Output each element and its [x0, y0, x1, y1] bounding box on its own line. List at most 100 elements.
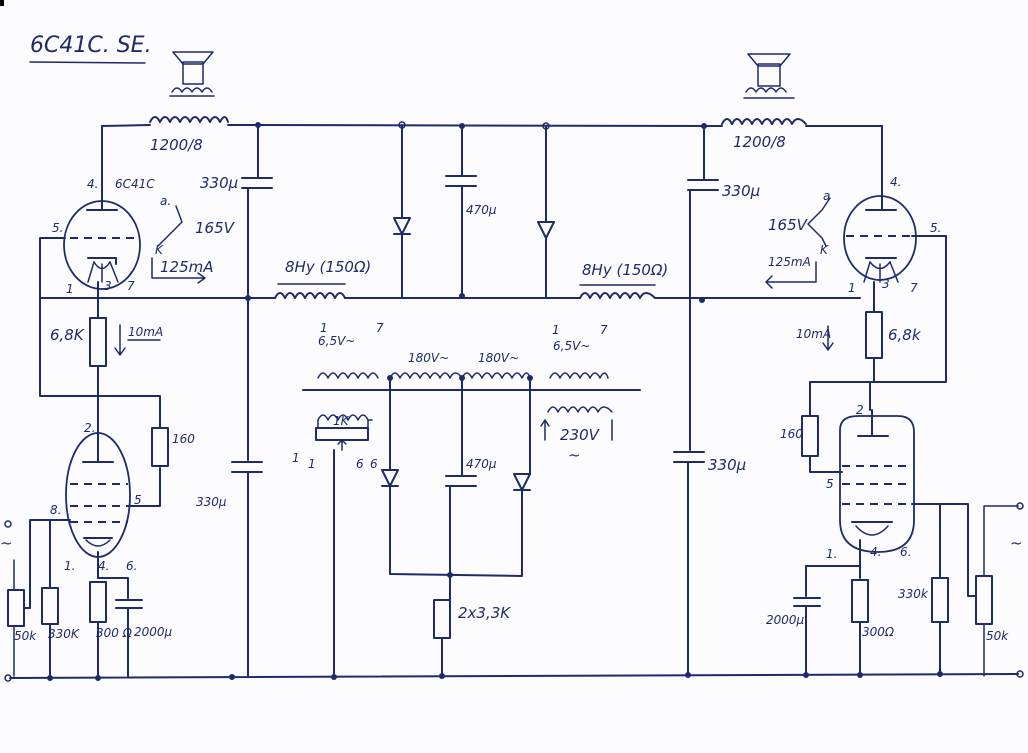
pot-right [975, 575, 993, 625]
node [685, 672, 691, 678]
input-jack-left [4, 520, 12, 528]
pin-dt-left-k: 4. [98, 559, 109, 573]
wire-ot-left-to-anode [101, 124, 151, 191]
label-cathode-resistor-left: 300 Ω [96, 626, 133, 640]
label-ot-left: 1200/8 [150, 136, 203, 154]
wire [389, 485, 523, 577]
screen-resistor-left [151, 427, 169, 467]
pin-ot-left-h1: 1 [66, 282, 74, 296]
pin-ot-right-h1: 1 [848, 281, 856, 295]
label-hum-pot: 1K [333, 414, 350, 428]
node [331, 674, 337, 680]
label-cathode-cap-right: 2000μ [766, 613, 805, 627]
diode-bottom-left [381, 469, 399, 487]
driver-current-right: 10mA [796, 327, 831, 341]
label-anode-resistor-left: 6,8K [50, 326, 85, 344]
power-transformer [302, 372, 641, 413]
heater-pin-left-a: 1 [320, 321, 328, 335]
heater-pin-left-b: 7 [376, 321, 384, 335]
pin-dt-right-k: 4. [870, 545, 881, 559]
label-screen-resistor-right: 160 [780, 427, 803, 441]
pin-ot-right-anode: 4. [890, 175, 901, 189]
label-cathode-cap-left: 2000μ [134, 625, 173, 639]
wire [983, 505, 1019, 677]
cathode-mark-left: K [155, 243, 164, 257]
input-mark-right: ~ [1010, 534, 1023, 552]
tube-type-label: 6C41C [115, 177, 155, 191]
output-transformer-left [149, 116, 229, 123]
current-left: 125mA [160, 258, 214, 276]
node [937, 671, 943, 677]
label-screen-resistor-left: 160 [172, 432, 195, 446]
wire [805, 565, 861, 597]
voltage-arrow-left [157, 205, 183, 247]
pin-dt-left-g2: 5 [134, 493, 142, 507]
hum-pin-c: 6 [356, 457, 364, 471]
current-right: 125mA [768, 255, 811, 269]
label-bleeder: 2x3,3K [458, 604, 511, 622]
output-tube-left [39, 189, 161, 429]
wire [939, 503, 977, 597]
pin-dt-left-h2: 6. [126, 559, 137, 573]
wire [23, 519, 51, 609]
label-primary: 230V [560, 426, 601, 444]
screen-resistor-right [801, 415, 819, 457]
title-underline [29, 61, 146, 64]
node [229, 674, 235, 680]
wire-g2-left [127, 467, 161, 507]
cap-bottom-right [673, 451, 705, 463]
corner-mark [0, 0, 4, 6]
pot-left [7, 589, 25, 627]
pin-ot-right-h2: 7 [910, 281, 918, 295]
wire [911, 503, 941, 579]
label-choke-right: 8Hy (150Ω) [582, 261, 668, 279]
cathode-resistor-left [89, 581, 107, 623]
pin-dt-left-h1: 1. [64, 559, 75, 573]
bleeder-resistor [433, 599, 451, 639]
input-mark-left: ~ [0, 534, 13, 552]
driver-current-arrow-left [114, 324, 161, 356]
label-ot-right: 1200/8 [733, 133, 786, 151]
cathode-cap-left [115, 599, 143, 609]
hum-balance-pot [315, 414, 373, 451]
node [803, 672, 809, 678]
hum-pin-d: 6 [370, 457, 378, 471]
b-plus-rail [227, 124, 723, 127]
cap-center-bottom [445, 475, 477, 487]
pin-ot-right-g2: 5. [930, 221, 941, 235]
diode-bottom-right [513, 473, 531, 491]
cap-bottom-left [231, 461, 263, 473]
diode-top-left [393, 217, 411, 235]
pin-ot-left-anode: 4. [87, 177, 98, 191]
grid-resistor-left [41, 587, 59, 625]
grid-resistor-right [931, 577, 949, 623]
heater-pin-right-a: 1 [552, 323, 560, 337]
hum-pin-a: 1 [292, 451, 300, 465]
current-arrow-right [765, 261, 817, 289]
label-pot-right: 50k [986, 629, 1009, 643]
voltage-right: 165V [768, 216, 809, 234]
pin-ot-left-h2: 7 [127, 279, 135, 293]
pin-ot-left-g2: 5. [52, 221, 63, 235]
label-anode-resistor-right: 6,8k [888, 326, 922, 344]
label-grid-resistor-right: 330k [898, 587, 929, 601]
cap-top-right [687, 179, 719, 191]
driver-current-arrow-right [822, 325, 834, 351]
node [699, 297, 705, 303]
label-hv-winding-right: 180V~ [478, 351, 519, 365]
label-cap-bottom-left: 330μ [196, 495, 227, 509]
driver-tube-right [839, 409, 915, 553]
label-heater-winding-left: 6,5V~ [318, 334, 355, 348]
pin-dt-right-anode: 2 [856, 403, 864, 417]
label-hv-winding-left: 180V~ [408, 351, 449, 365]
pin-dt-right-g2: 5 [826, 477, 834, 491]
speaker-left-icon [169, 51, 215, 97]
anode-mark-right: a [823, 189, 830, 203]
wire [809, 455, 843, 473]
pin-dt-right-h1: 1. [826, 547, 837, 561]
choke-right [579, 284, 656, 299]
primary-arrows [540, 419, 613, 441]
driver-current-left: 10mA [128, 325, 163, 339]
heater-pin-right-b: 7 [600, 323, 608, 337]
voltage-left: 165V [195, 219, 236, 237]
